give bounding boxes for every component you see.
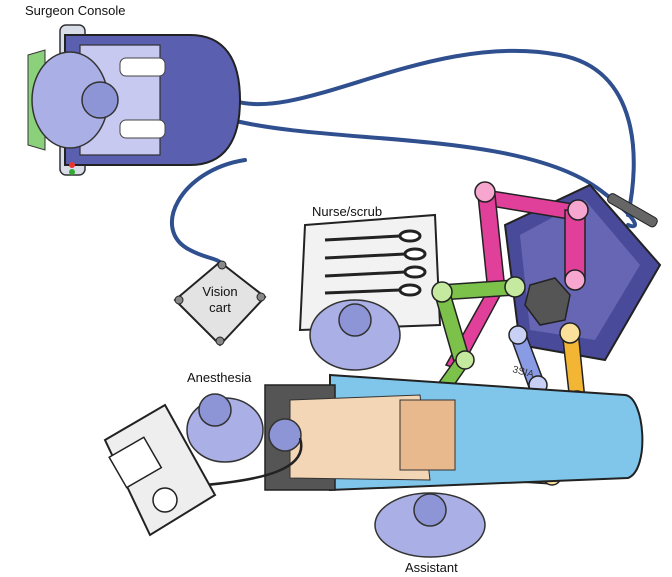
vision-cart-wheel-2 bbox=[256, 292, 266, 302]
vision-cart-cable bbox=[170, 158, 247, 264]
surgeon-head bbox=[81, 81, 119, 119]
instruments bbox=[324, 229, 427, 297]
vision-cart-label-1: Vision bbox=[202, 284, 237, 299]
vision-cart-wheel-1 bbox=[217, 260, 227, 270]
console-button-2 bbox=[69, 169, 75, 175]
surgical-field bbox=[399, 399, 456, 471]
nurse-scrub-label: Nurse/scrub bbox=[312, 204, 382, 219]
instrument-4 bbox=[324, 288, 401, 295]
vision-cart-wheel-4 bbox=[174, 295, 184, 305]
surgeon-console: Surgeon Console bbox=[25, 3, 242, 176]
surgeon-console-label: Surgeon Console bbox=[25, 3, 125, 18]
nurse-head bbox=[338, 303, 372, 337]
cables bbox=[170, 48, 637, 264]
anesthesiologist-head bbox=[198, 393, 232, 427]
robot-steering-bar bbox=[607, 193, 658, 228]
vision-cart-wheel-3 bbox=[215, 336, 225, 346]
anesthesia-dial bbox=[152, 487, 178, 513]
console-to-vision-cable bbox=[230, 118, 637, 229]
assistant-label: Assistant bbox=[405, 560, 458, 575]
assistant-head bbox=[413, 493, 447, 527]
anesthesia-label: Anesthesia bbox=[187, 370, 252, 385]
instrument-1 bbox=[324, 234, 401, 242]
console-handle-top bbox=[119, 57, 166, 77]
patient-head bbox=[268, 418, 302, 452]
anesthesia-machine bbox=[103, 403, 217, 537]
operating-table bbox=[199, 373, 644, 492]
anesthesia-tube bbox=[199, 437, 303, 491]
console-button-1 bbox=[69, 162, 75, 168]
nurse-scrub-station: Nurse/scrub bbox=[298, 204, 442, 371]
vision-cart: Vision cart bbox=[173, 260, 267, 347]
robot-patient-cart: 3SIA bbox=[426, 181, 662, 486]
assistant: Assistant bbox=[374, 492, 486, 575]
instrument-3 bbox=[324, 270, 406, 278]
robot-column-hub bbox=[524, 277, 571, 326]
anesthesia-station: Anesthesia bbox=[103, 370, 264, 537]
patient-body bbox=[289, 394, 431, 481]
instrument-2 bbox=[324, 252, 406, 260]
console-to-robot-cable bbox=[230, 48, 636, 217]
console-handle-bottom bbox=[119, 119, 166, 139]
anesthesia-screen bbox=[108, 436, 163, 489]
vision-cart-label-2: cart bbox=[209, 300, 231, 315]
